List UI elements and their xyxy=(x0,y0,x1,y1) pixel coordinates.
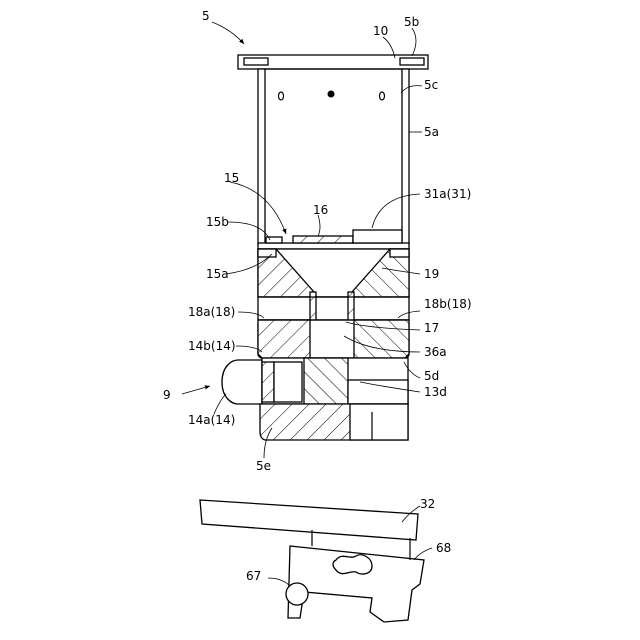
label-14b: 14b(14) xyxy=(188,339,236,353)
label-32: 32 xyxy=(420,497,435,511)
label-5d: 5d xyxy=(424,369,439,383)
label-15: 15 xyxy=(224,171,239,185)
label-15a: 15a xyxy=(206,267,229,281)
cup-bottom xyxy=(258,243,409,249)
label-17: 17 xyxy=(424,321,439,335)
cup-wall-right xyxy=(402,69,409,245)
label-5: 5 xyxy=(202,9,210,23)
label-9: 9 xyxy=(163,388,171,402)
pin-67 xyxy=(286,583,308,605)
label-13d: 13d xyxy=(424,385,447,399)
block-14b xyxy=(258,320,310,358)
block-13d-left xyxy=(262,362,274,402)
vent-hole-left xyxy=(279,92,284,100)
label-5e: 5e xyxy=(256,459,271,473)
label-15b: 15b xyxy=(206,215,229,229)
label-31a: 31a(31) xyxy=(424,187,471,201)
label-5a: 5a xyxy=(424,125,439,139)
bracket-assembly xyxy=(200,500,424,622)
label-14a: 14a(14) xyxy=(188,413,235,427)
main-body xyxy=(222,249,409,440)
slot-68 xyxy=(333,555,372,574)
label-10: 10 xyxy=(373,24,388,38)
lid-flange-right-slot xyxy=(400,58,424,65)
block-13d xyxy=(348,380,408,404)
part-15b xyxy=(266,237,282,243)
label-18a: 18a(18) xyxy=(188,305,235,319)
label-68: 68 xyxy=(436,541,451,555)
label-67: 67 xyxy=(246,569,261,583)
lid-flange-left-slot xyxy=(244,58,268,65)
vent-hole-right xyxy=(380,92,385,100)
label-5c: 5c xyxy=(424,78,438,92)
filter-16 xyxy=(293,236,353,243)
label-16: 16 xyxy=(313,203,328,217)
plate-32 xyxy=(200,500,418,540)
label-19: 19 xyxy=(424,267,439,281)
label-5b: 5b xyxy=(404,15,419,29)
label-36a: 36a xyxy=(424,345,447,359)
cup-assembly xyxy=(238,55,428,249)
label-18b: 18b(18) xyxy=(424,297,472,311)
cup-wall-left xyxy=(258,69,265,245)
lever-14a xyxy=(222,360,262,404)
vent-hole-center xyxy=(328,91,335,98)
part-31a xyxy=(353,230,402,243)
